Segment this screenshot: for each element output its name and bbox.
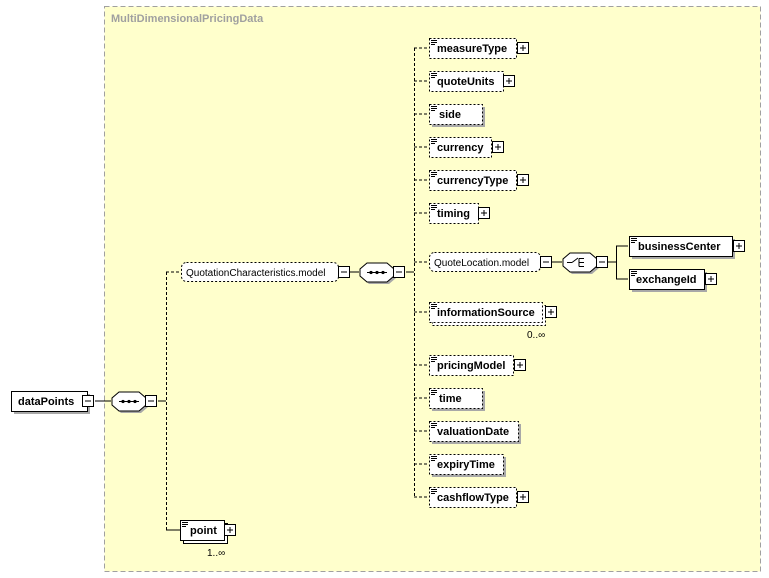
element-side[interactable]: side xyxy=(429,104,486,128)
element-label: quoteUnits xyxy=(437,76,494,88)
element-label: currency xyxy=(437,142,484,154)
collapse-icon[interactable] xyxy=(393,266,405,278)
element-label: exchangeId xyxy=(636,274,697,286)
expand-icon[interactable] xyxy=(517,491,529,503)
element-cashflowType[interactable]: cashflowType xyxy=(429,487,529,508)
element-label: timing xyxy=(437,208,470,220)
documentation-icon xyxy=(431,489,437,494)
connector-lines xyxy=(95,47,628,531)
element-label: dataPoints xyxy=(18,396,74,408)
expand-icon[interactable] xyxy=(705,273,717,285)
documentation-icon xyxy=(631,271,637,276)
expand-icon[interactable] xyxy=(517,174,529,186)
choice-compositor[interactable] xyxy=(562,252,608,274)
expand-icon[interactable] xyxy=(224,524,236,536)
documentation-icon xyxy=(431,357,437,362)
element-expiryTime[interactable]: expiryTime xyxy=(429,454,507,478)
element-label: side xyxy=(439,109,461,121)
collapse-icon[interactable] xyxy=(596,256,608,268)
documentation-icon xyxy=(431,139,437,144)
expand-icon[interactable] xyxy=(733,240,745,252)
element-exchangeId[interactable]: exchangeId xyxy=(629,269,717,293)
documentation-icon xyxy=(431,172,437,177)
expand-icon[interactable] xyxy=(478,207,490,219)
expand-icon[interactable] xyxy=(545,306,557,318)
documentation-icon xyxy=(431,423,437,428)
element-pricingModel[interactable]: pricingModel xyxy=(429,355,526,376)
documentation-icon xyxy=(431,390,437,395)
expand-icon[interactable] xyxy=(514,359,526,371)
documentation-icon xyxy=(431,106,437,111)
element-quoteUnits[interactable]: quoteUnits xyxy=(429,71,515,92)
element-label: cashflowType xyxy=(437,492,509,504)
expand-icon[interactable] xyxy=(517,42,529,54)
group-ref-label: QuoteLocation.model xyxy=(434,258,529,269)
expand-icon[interactable] xyxy=(492,141,504,153)
documentation-icon xyxy=(631,238,637,243)
group-ref-quote-location[interactable]: QuoteLocation.model xyxy=(429,252,552,272)
element-label: informationSource xyxy=(437,307,535,319)
collapse-icon[interactable] xyxy=(82,395,94,407)
cardinality-label: 0..∞ xyxy=(527,330,545,341)
documentation-icon xyxy=(431,456,437,461)
sequence-compositor[interactable] xyxy=(359,262,405,284)
group-ref-quotation-characteristics[interactable]: QuotationCharacteristics.model xyxy=(181,262,350,282)
element-currencyType[interactable]: currencyType xyxy=(429,170,529,191)
element-currency[interactable]: currency xyxy=(429,137,504,158)
element-time[interactable]: time xyxy=(429,388,486,412)
element-label: point xyxy=(190,525,217,537)
element-label: valuationDate xyxy=(437,426,509,438)
element-dataPoints[interactable]: dataPoints xyxy=(11,391,94,415)
choice-icon xyxy=(567,257,584,267)
element-measureType[interactable]: measureType xyxy=(429,38,529,59)
group-title: MultiDimensionalPricingData xyxy=(111,13,264,25)
element-label: time xyxy=(439,393,462,405)
element-label: pricingModel xyxy=(437,360,505,372)
collapse-icon[interactable] xyxy=(338,266,350,278)
element-label: expiryTime xyxy=(437,459,495,471)
element-point[interactable]: point 1..∞ xyxy=(180,520,236,560)
element-informationSource[interactable]: informationSource 0..∞ xyxy=(429,302,557,342)
collapse-icon[interactable] xyxy=(145,395,157,407)
cardinality-label: 1..∞ xyxy=(207,548,225,559)
collapse-icon[interactable] xyxy=(540,256,552,268)
documentation-icon xyxy=(431,73,437,78)
group-ref-label: QuotationCharacteristics.model xyxy=(186,268,326,279)
element-label: businessCenter xyxy=(638,241,721,253)
documentation-icon xyxy=(431,40,437,45)
documentation-icon xyxy=(431,304,437,309)
element-label: currencyType xyxy=(437,175,508,187)
element-businessCenter[interactable]: businessCenter xyxy=(629,236,745,260)
documentation-icon xyxy=(182,522,188,527)
documentation-icon xyxy=(431,205,437,210)
sequence-compositor[interactable] xyxy=(111,391,157,413)
element-label: measureType xyxy=(437,43,507,55)
element-valuationDate[interactable]: valuationDate xyxy=(429,421,522,445)
expand-icon[interactable] xyxy=(503,75,515,87)
element-timing[interactable]: timing xyxy=(429,203,490,224)
